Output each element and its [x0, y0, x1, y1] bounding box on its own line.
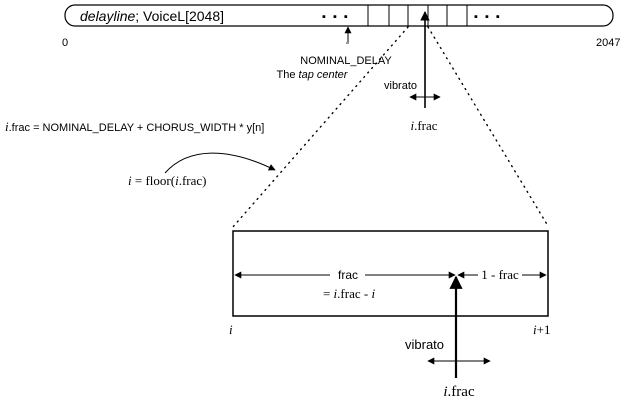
tap-center-label: The tap center: [277, 69, 349, 81]
bottom-ifrac-label: i.frac: [443, 384, 475, 400]
left-index-label: i: [229, 322, 233, 337]
nominal-delay-label: NOMINAL_DELAY: [300, 55, 392, 67]
zoom-line-left: [231, 26, 409, 229]
ifrac-formula: i.frac = NOMINAL_DELAY + CHORUS_WIDTH * …: [5, 119, 264, 134]
ellipsis-right: ▪ ▪ ▪: [474, 11, 502, 23]
index-start-label: 0: [62, 37, 68, 49]
right-index-label: i+1: [533, 322, 550, 337]
frac-label: frac: [338, 268, 358, 282]
top-ifrac-label: i.frac: [410, 118, 437, 133]
one-minus-frac-label: 1 - frac: [481, 267, 519, 282]
zoomed-cell: [232, 230, 549, 317]
index-end-label: 2047: [596, 37, 620, 49]
zoom-line-right: [427, 26, 549, 227]
frac-definition: = i.frac - i: [323, 286, 376, 301]
floor-definition: i = floor(i.frac): [128, 173, 206, 188]
delay-line-label: delayline; VoiceL[2048]: [80, 8, 224, 24]
floor-pointer-curve: [164, 152, 276, 174]
delay-line-outline: [64, 4, 614, 27]
bottom-vibrato-label: vibrato: [405, 337, 444, 352]
top-vibrato-label: vibrato: [384, 80, 417, 92]
delay-line-buffer: delayline; VoiceL[2048] ▪ ▪ ▪ ▪ ▪ ▪: [64, 4, 614, 27]
ellipsis-left: ▪ ▪ ▪: [322, 11, 350, 23]
